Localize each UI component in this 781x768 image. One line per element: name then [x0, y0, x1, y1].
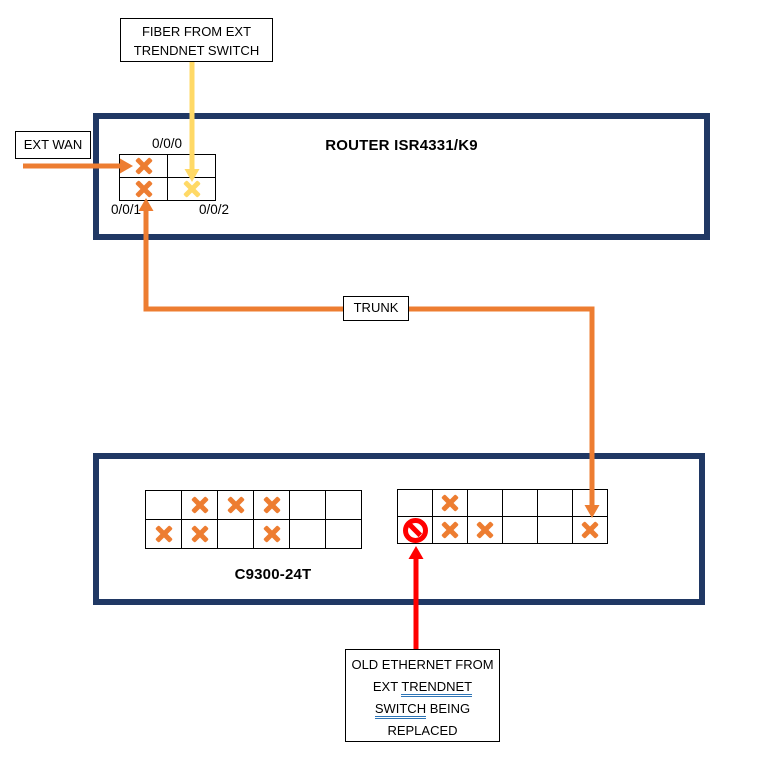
fiber-callout: FIBER FROM EXT TRENDNET SWITCH [120, 18, 273, 62]
port-cell [538, 490, 573, 517]
port-x-icon [135, 180, 153, 198]
old-ethernet-line3: SWITCH BEING [346, 698, 499, 720]
port-cell [290, 520, 326, 549]
switch-title: C9300-24T [234, 566, 312, 583]
old-ethernet-line1: OLD ETHERNET FROM [351, 657, 494, 672]
port-x-icon [441, 521, 459, 539]
old-ethernet-switch-word: SWITCH [374, 701, 427, 719]
port-x-icon [155, 525, 173, 543]
port-x-icon [476, 521, 494, 539]
port-cell [573, 490, 608, 517]
port-x-icon [441, 494, 459, 512]
fiber-callout-line1: FIBER FROM EXT [141, 24, 252, 39]
port-cell [398, 517, 433, 544]
port-cell [182, 491, 218, 520]
old-ethernet-line2: EXT TRENDNET [346, 676, 499, 698]
port-x-icon [191, 496, 209, 514]
old-ethernet-line2-prefix: EXT [372, 679, 402, 694]
old-ethernet-line3-suffix: BEING [426, 701, 471, 716]
port-cell [326, 491, 362, 520]
port-cell [468, 517, 503, 544]
port-label-0-0-0: 0/0/0 [151, 136, 183, 151]
port-cell [168, 155, 216, 178]
port-cell [182, 520, 218, 549]
port-cell [326, 520, 362, 549]
port-x-icon [263, 496, 281, 514]
old-ethernet-callout: OLD ETHERNET FROM EXT TRENDNET SWITCH BE… [345, 649, 500, 742]
port-cell [146, 520, 182, 549]
port-x-icon [263, 525, 281, 543]
port-cell [503, 490, 538, 517]
port-x-icon [227, 496, 245, 514]
port-cell [168, 178, 216, 201]
port-cell [120, 178, 168, 201]
port-cell [146, 491, 182, 520]
port-x-icon [191, 525, 209, 543]
port-cell [433, 517, 468, 544]
port-cell [538, 517, 573, 544]
port-x-icon [581, 521, 599, 539]
fiber-callout-line2: TRENDNET SWITCH [133, 43, 260, 58]
port-cell [290, 491, 326, 520]
blocked-port-icon [402, 517, 428, 543]
port-cell [254, 520, 290, 549]
port-x-icon [183, 180, 201, 198]
old-ethernet-line4: REPLACED [387, 723, 458, 738]
trunk-callout: TRUNK [343, 296, 409, 321]
port-label-0-0-1: 0/0/1 [110, 202, 142, 217]
port-cell [503, 517, 538, 544]
router-port-grid [119, 154, 216, 201]
port-cell [254, 491, 290, 520]
port-cell [218, 520, 254, 549]
port-cell [433, 490, 468, 517]
port-cell [120, 155, 168, 178]
port-x-icon [135, 157, 153, 175]
router-title: ROUTER ISR4331/K9 [325, 137, 478, 154]
port-cell [468, 490, 503, 517]
switch-port-grid-left [145, 490, 362, 549]
port-cell [398, 490, 433, 517]
ext-wan-label: EXT WAN [23, 137, 83, 152]
port-label-0-0-2: 0/0/2 [198, 202, 230, 217]
old-ethernet-trendnet-word: TRENDNET [401, 679, 473, 697]
port-cell [573, 517, 608, 544]
port-cell [218, 491, 254, 520]
ext-wan-callout: EXT WAN [15, 131, 91, 159]
trunk-label: TRUNK [353, 300, 399, 315]
switch-port-grid-right [397, 489, 608, 544]
